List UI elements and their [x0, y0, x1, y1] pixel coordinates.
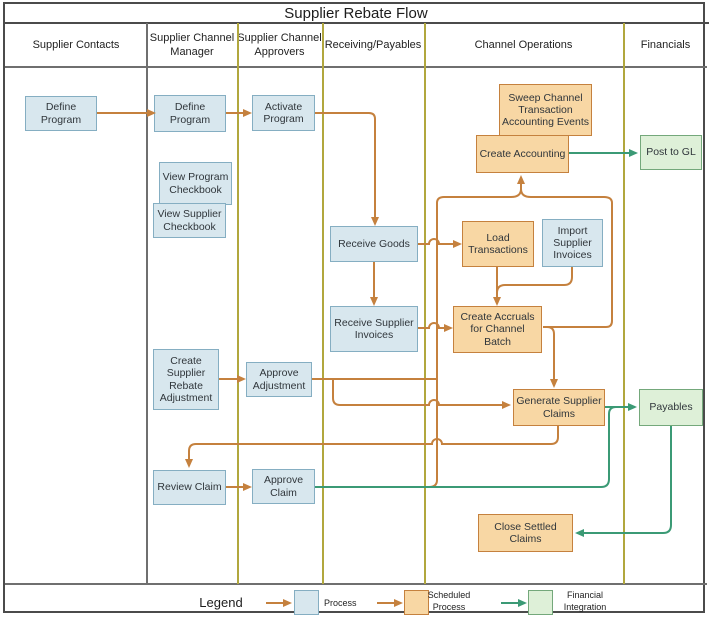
node-receive-goods: Receive Goods — [330, 226, 418, 262]
header-separator — [5, 66, 707, 68]
legend-scheduled-label: Scheduled Process — [427, 590, 471, 612]
legend-title: Legend — [199, 595, 243, 610]
lane-header-supplier-contacts: Supplier Contacts — [32, 38, 120, 51]
node-define-program-contacts: Define Program — [25, 96, 97, 131]
node-review-claim: Review Claim — [153, 470, 226, 505]
legend-separator — [5, 583, 707, 585]
node-approve-claim: Approve Claim — [252, 469, 315, 504]
node-approve-adjustment: Approve Adjustment — [246, 362, 312, 397]
node-create-accruals-for-channel-batch: Create Accruals for Channel Batch — [453, 306, 542, 353]
lane-divider — [623, 23, 625, 584]
node-receive-supplier-invoices: Receive Supplier Invoices — [330, 306, 418, 352]
legend-process-swatch — [294, 590, 319, 615]
lane-header-financials: Financials — [640, 38, 691, 51]
lane-header-supplier-channel-manager: Supplier Channel Manager — [149, 32, 235, 58]
node-define-program-manager: Define Program — [154, 95, 226, 132]
node-close-settled-claims: Close Settled Claims — [478, 514, 573, 552]
node-create-accounting: Create Accounting — [476, 135, 569, 173]
lane-header-supplier-channel-approvers: Supplier Channel Approvers — [237, 32, 322, 58]
diagram-frame — [3, 2, 705, 613]
lane-divider — [322, 23, 324, 584]
lane-divider — [237, 23, 239, 584]
node-load-transactions: Load Transactions — [462, 221, 534, 267]
node-generate-supplier-claims: Generate Supplier Claims — [513, 389, 605, 426]
node-payables: Payables — [639, 389, 703, 426]
legend-financial-label: Financial Integration — [563, 590, 607, 612]
node-post-to-gl: Post to GL — [640, 135, 702, 170]
node-view-program-checkbook: View Program Checkbook — [159, 162, 232, 205]
title-separator — [3, 22, 709, 24]
node-sweep-channel-transaction-accounting-events: Sweep Channel Transaction Accounting Eve… — [499, 84, 592, 136]
diagram-title: Supplier Rebate Flow — [284, 5, 428, 22]
node-view-supplier-checkbook: View Supplier Checkbook — [153, 203, 226, 238]
node-import-supplier-invoices: Import Supplier Invoices — [542, 219, 603, 267]
lane-header-receiving-payables: Receiving/Payables — [324, 38, 422, 51]
legend-process-label: Process — [324, 598, 357, 608]
lane-divider — [424, 23, 426, 584]
node-activate-program: Activate Program — [252, 95, 315, 131]
legend-scheduled-swatch — [404, 590, 429, 615]
lane-divider — [146, 23, 148, 584]
legend-financial-swatch — [528, 590, 553, 615]
lane-header-channel-operations: Channel Operations — [474, 38, 573, 51]
node-create-supplier-rebate-adjustment: Create Supplier Rebate Adjustment — [153, 349, 219, 410]
